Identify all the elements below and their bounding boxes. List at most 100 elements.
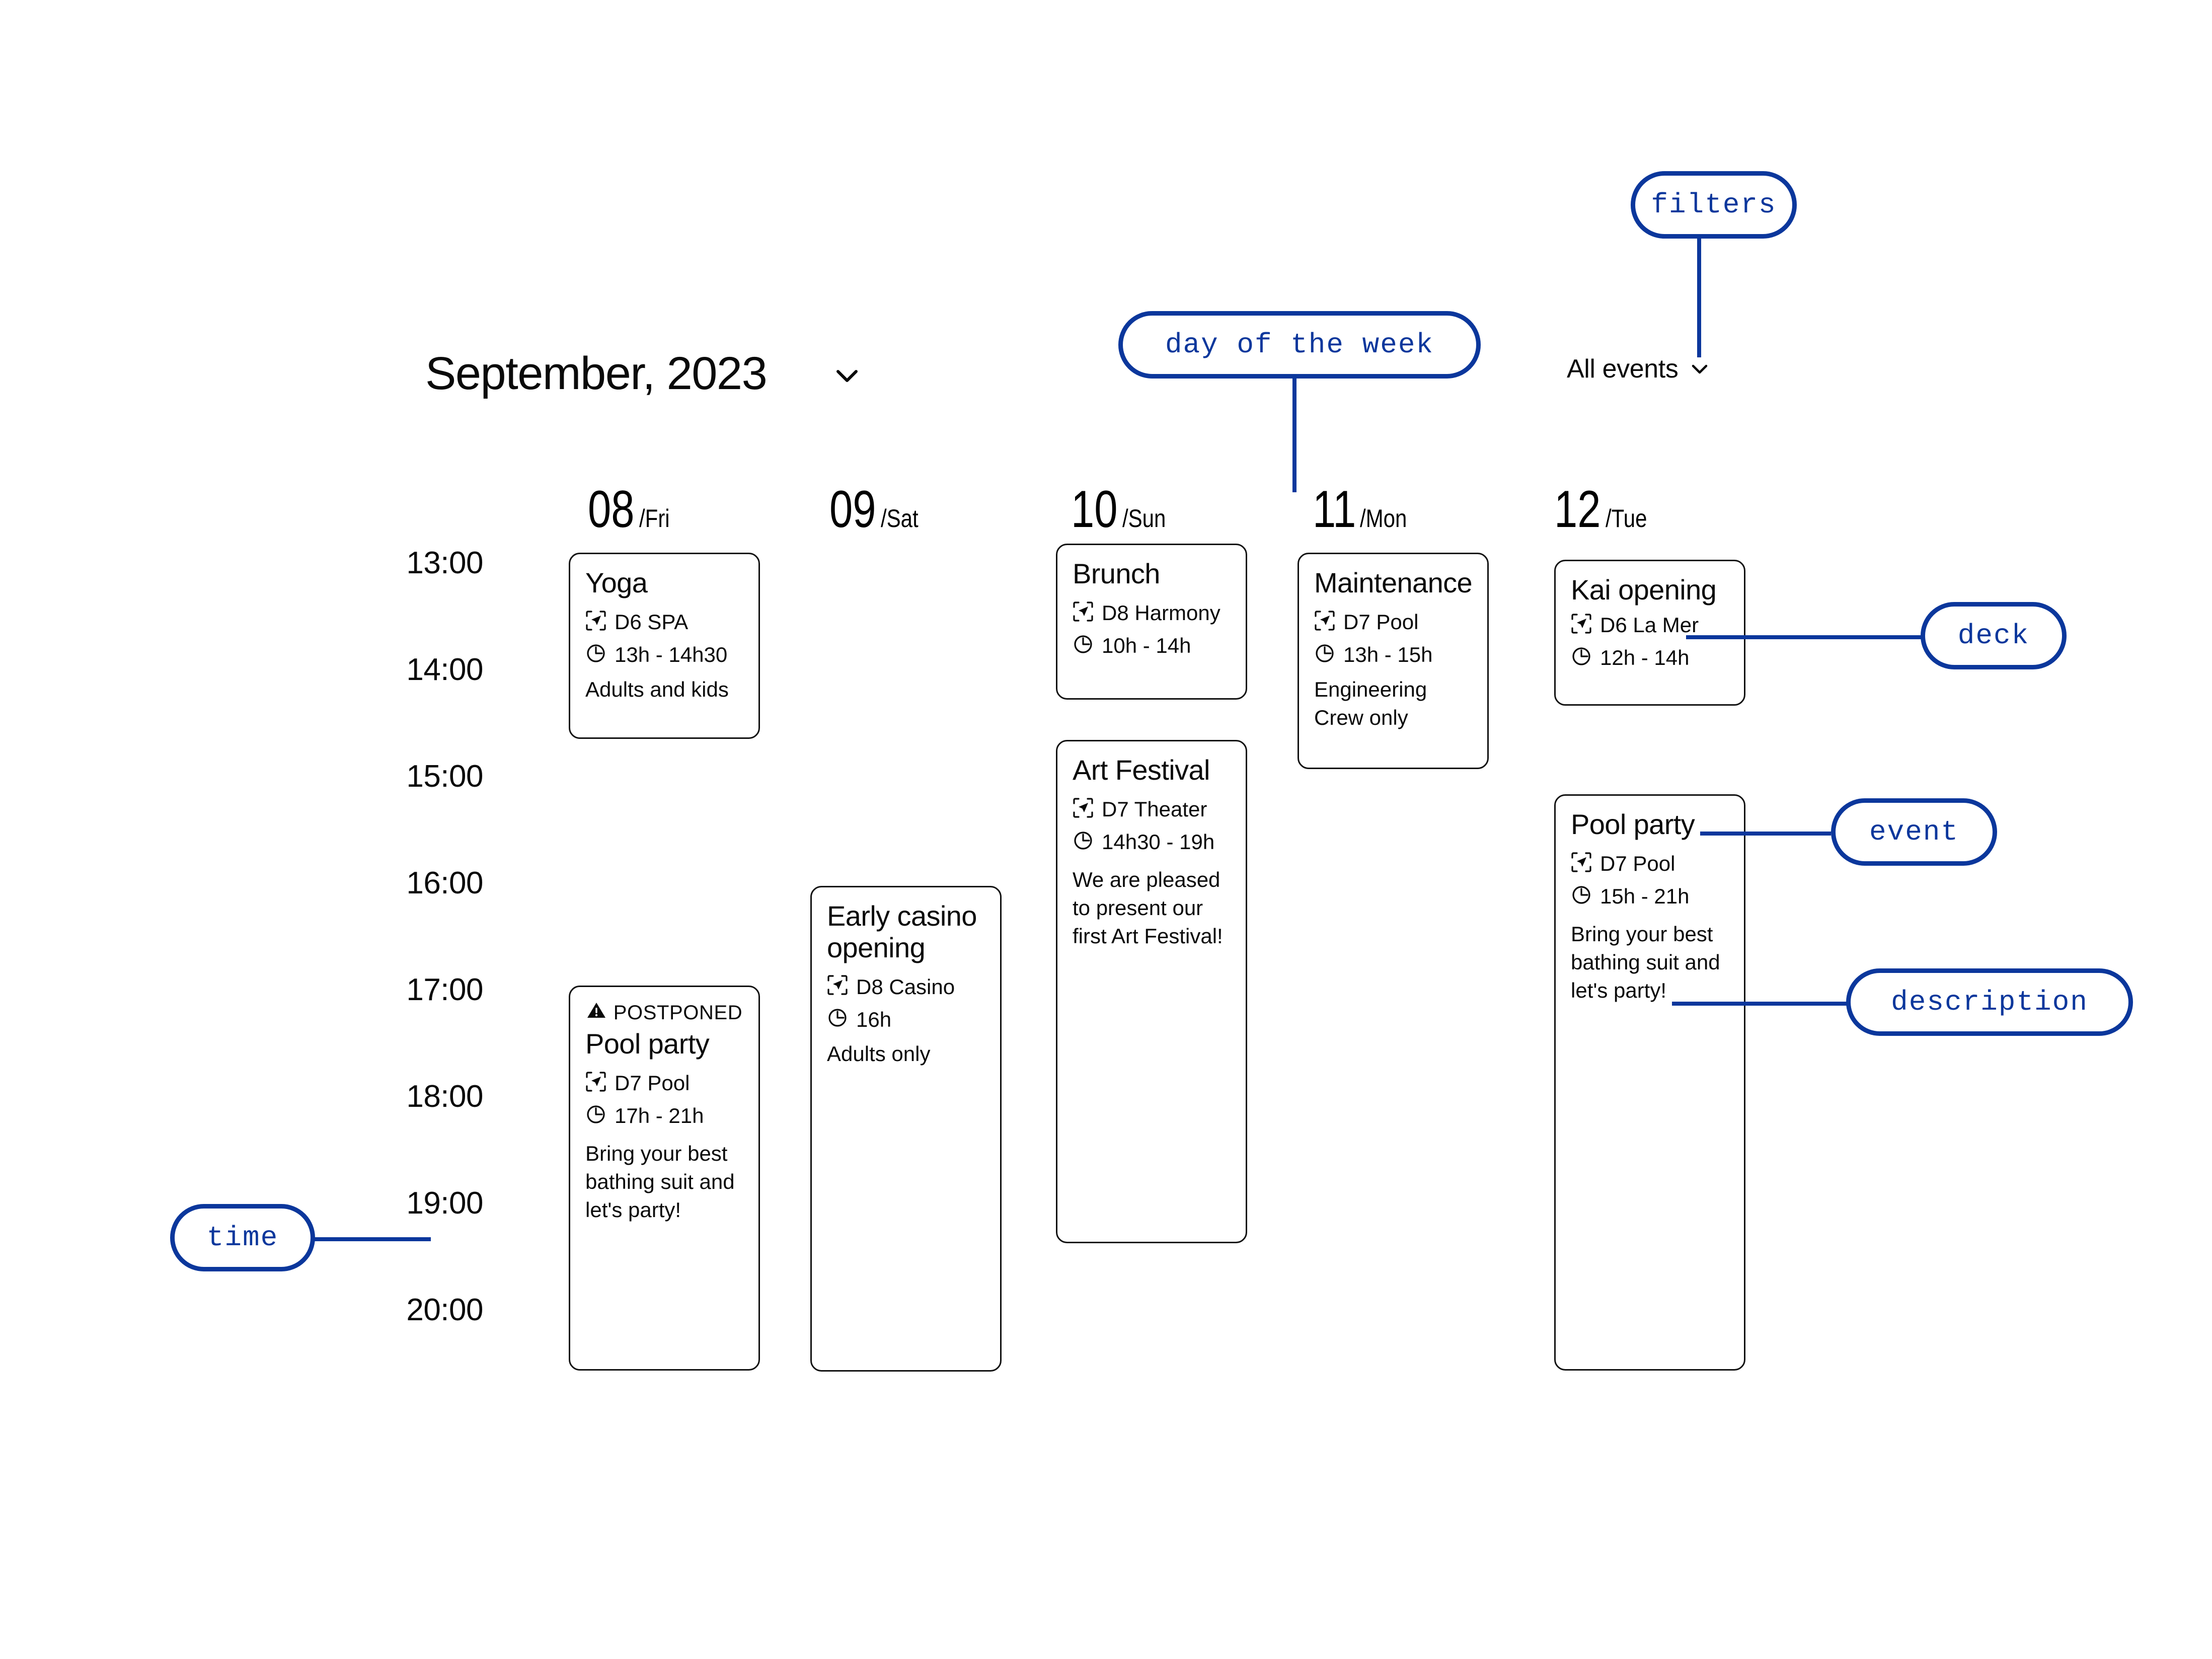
event-deck: D8 Harmony: [1073, 601, 1231, 626]
day-weekday: /Fri: [639, 504, 670, 533]
deck-location-icon: [585, 1071, 606, 1096]
day-weekday: /Sun: [1122, 504, 1166, 533]
annotation-leader-description: [1672, 1002, 1848, 1006]
event-title: Pool party: [585, 1028, 710, 1060]
clock-icon: [585, 643, 606, 667]
annotation-leader-event: [1700, 832, 1831, 836]
annotation-leader-day-of-the-week: [1292, 361, 1296, 492]
event-time: 15h - 21h: [1571, 884, 1729, 909]
event-title: Kai opening: [1571, 574, 1717, 606]
day-weekday: /Tue: [1605, 504, 1647, 533]
time-label: 12h - 14h: [1600, 646, 1690, 670]
annotation-leader-time: [308, 1237, 431, 1241]
deck-location-icon: [1571, 852, 1592, 876]
event-description: Bring your best bathing suit and let's p…: [585, 1141, 735, 1222]
annotation-pill-day-of-the-week: day of the week: [1118, 311, 1481, 379]
event-title: Pool party: [1571, 808, 1695, 840]
clock-icon: [585, 1104, 606, 1128]
time-label: 17h - 21h: [615, 1104, 704, 1128]
time-label: 13h - 14h30: [615, 643, 728, 667]
deck-label: D8 Casino: [856, 974, 955, 999]
event-time: 16h: [827, 1007, 985, 1032]
day-number: 11: [1313, 480, 1356, 539]
status-badge: POSTPONED: [585, 1000, 743, 1025]
warning-triangle-icon: [586, 1000, 606, 1025]
deck-location-icon: [1073, 601, 1094, 626]
event-card-brunch[interactable]: Brunch D8 Harmony 10h - 14h: [1056, 544, 1247, 700]
event-deck: D7 Theater: [1073, 797, 1231, 822]
annotation-pill-description: description: [1846, 968, 2133, 1036]
time-slot: 19:00: [406, 1186, 483, 1221]
event-card-maintenance[interactable]: Maintenance D7 Pool 13h - 15h: [1298, 553, 1489, 769]
clock-icon: [1314, 643, 1335, 667]
annotation-pill-time: time: [170, 1204, 315, 1271]
deck-location-icon: [1314, 610, 1335, 635]
deck-location-icon: [1073, 797, 1094, 822]
time-slot: 18:00: [406, 1079, 483, 1114]
time-label: 16h: [856, 1007, 892, 1031]
status-badge-label: POSTPONED: [613, 1001, 743, 1024]
event-title: Maintenance: [1314, 567, 1473, 598]
deck-label: D7 Pool: [1600, 852, 1675, 876]
chevron-down-icon: [1689, 358, 1710, 380]
event-card-kai-opening[interactable]: Kai opening D6 La Mer 12h - 14h: [1554, 560, 1745, 706]
time-label: 13h - 15h: [1343, 643, 1433, 667]
event-deck: D8 Casino: [827, 974, 985, 999]
event-card-pool-party-tue[interactable]: Pool party D7 Pool 15h - 21h: [1554, 794, 1745, 1371]
event-card-yoga[interactable]: Yoga D6 SPA 13h - 14h30: [569, 553, 760, 739]
event-description: Engineering Crew only: [1314, 677, 1427, 729]
day-header-10[interactable]: 10 /Sun: [1071, 483, 1174, 536]
time-label: 15h - 21h: [1600, 884, 1690, 909]
day-weekday: /Mon: [1359, 504, 1407, 533]
annotation-pill-filters: filters: [1631, 171, 1797, 239]
deck-label: D6 SPA: [615, 610, 689, 634]
day-header-09[interactable]: 09 /Sat: [829, 483, 926, 536]
deck-label: D6 La Mer: [1600, 613, 1699, 637]
event-time: 10h - 14h: [1073, 634, 1231, 658]
event-deck: D6 SPA: [585, 610, 743, 635]
event-time: 12h - 14h: [1571, 646, 1729, 670]
deck-label: D7 Pool: [615, 1071, 690, 1095]
clock-icon: [1073, 634, 1094, 658]
annotation-leader-filters: [1697, 237, 1701, 357]
deck-location-icon: [1571, 613, 1592, 638]
events-filter-label: All events: [1567, 354, 1679, 384]
page-title: September, 2023: [425, 348, 768, 399]
day-number: 09: [829, 480, 876, 539]
clock-icon: [1073, 830, 1094, 855]
chevron-down-icon[interactable]: [833, 361, 861, 390]
event-time: 13h - 15h: [1314, 643, 1472, 667]
deck-label: D7 Theater: [1102, 797, 1207, 821]
clock-icon: [827, 1007, 848, 1032]
event-time: 13h - 14h30: [585, 643, 743, 667]
time-slot: 13:00: [406, 546, 483, 580]
clock-icon: [1571, 884, 1592, 909]
day-header-12[interactable]: 12 /Tue: [1554, 483, 1655, 536]
time-label: 10h - 14h: [1102, 634, 1191, 658]
event-card-art-festival[interactable]: Art Festival D7 Theater 14h30 -: [1056, 740, 1247, 1243]
time-slot: 15:00: [406, 759, 483, 794]
event-title: Yoga: [585, 567, 648, 598]
day-number: 10: [1071, 480, 1118, 539]
event-title: Early casino opening: [827, 900, 977, 963]
event-title: Brunch: [1073, 558, 1160, 589]
event-deck: D7 Pool: [585, 1071, 743, 1096]
annotation-pill-deck: deck: [1921, 602, 2067, 669]
day-header-11[interactable]: 11 /Mon: [1313, 483, 1416, 536]
events-filter-dropdown[interactable]: All events: [1567, 354, 1710, 384]
day-number: 08: [588, 480, 635, 539]
event-title: Art Festival: [1073, 754, 1210, 786]
event-time: 14h30 - 19h: [1073, 830, 1231, 855]
event-description: We are pleased to present our first Art …: [1073, 867, 1223, 948]
day-header-08[interactable]: 08 /Fri: [588, 483, 675, 536]
time-slot: 20:00: [406, 1293, 483, 1327]
event-description: Adults and kids: [585, 677, 729, 701]
event-card-pool-party-fri[interactable]: POSTPONED Pool party D7 Pool: [569, 986, 760, 1371]
event-card-early-casino-opening[interactable]: Early casino opening D8 Casino 1: [810, 886, 1002, 1372]
deck-location-icon: [585, 610, 606, 635]
day-weekday: /Sat: [880, 504, 919, 533]
event-deck: D6 La Mer: [1571, 613, 1729, 638]
event-description: Bring your best bathing suit and let's p…: [1571, 922, 1720, 1003]
time-axis: 13:00 14:00 15:00 16:00 17:00 18:00 19:0…: [352, 548, 483, 1401]
